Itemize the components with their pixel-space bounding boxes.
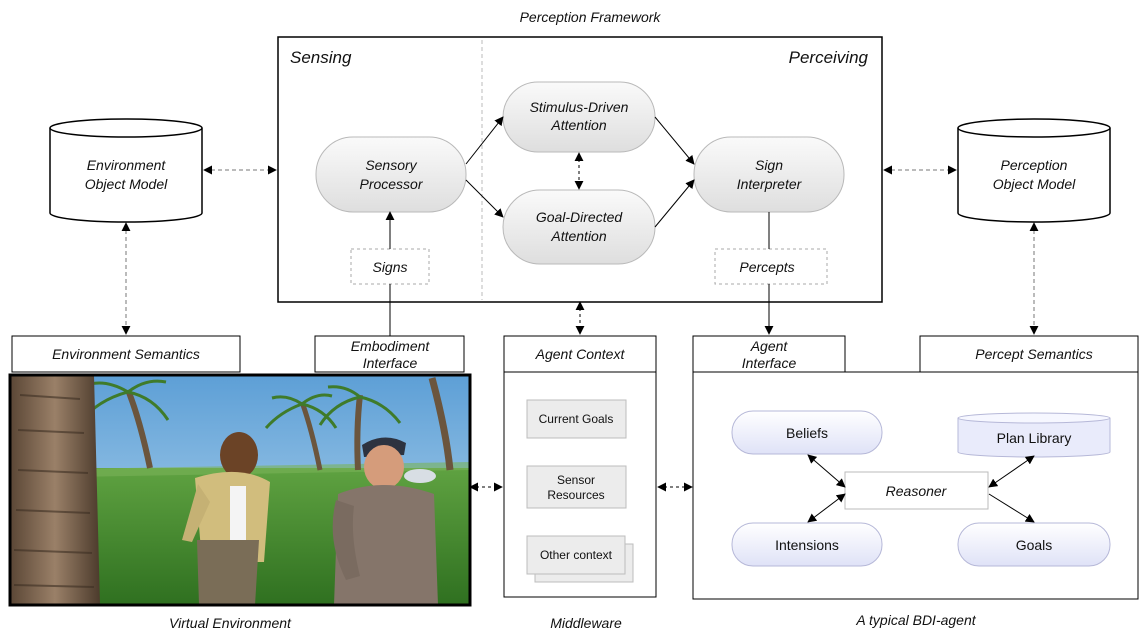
svg-text:Attention: Attention: [550, 228, 606, 244]
percepts-label: Percepts: [739, 259, 794, 275]
sensor-resources-box: [526, 465, 627, 509]
svg-text:Goals: Goals: [1016, 537, 1053, 553]
plan-library-db: Plan Library: [957, 412, 1111, 458]
svg-text:Object Model: Object Model: [85, 176, 168, 192]
percepts-box: [714, 248, 828, 285]
agent-context-label: Agent Context: [535, 346, 626, 362]
intensions-node: Intensions: [731, 522, 883, 567]
svg-text:Attention: Attention: [550, 117, 606, 133]
percept-semantics-box: [919, 335, 1139, 373]
other-context-label: Other context: [540, 548, 613, 562]
svg-text:Processor: Processor: [359, 176, 423, 192]
embodiment-interface-label-1: Embodiment: [351, 338, 431, 354]
svg-text:Sign: Sign: [755, 157, 783, 173]
bdi-arrows: [807, 454, 1035, 523]
dashed-connectors: [121, 165, 1039, 492]
sensor-resources-label-2: Resources: [547, 488, 604, 502]
diagram-title: Perception Framework: [520, 9, 662, 25]
reasoner-node: Reasoner: [844, 471, 989, 510]
agent-interface-label-1: Agent: [750, 338, 789, 354]
svg-text:Perception: Perception: [1001, 157, 1068, 173]
sensor-resources-label-1: Sensor: [557, 473, 595, 487]
svg-text:Stimulus-Driven: Stimulus-Driven: [530, 99, 629, 115]
percept-semantics-label: Percept Semantics: [975, 346, 1093, 362]
other-context-box: [526, 535, 626, 575]
virtual-environment-scene: [10, 375, 470, 605]
svg-text:Beliefs: Beliefs: [786, 425, 828, 441]
svg-text:Intensions: Intensions: [775, 537, 839, 553]
embodiment-interface-label-2: Interface: [363, 355, 418, 371]
svg-text:Object Model: Object Model: [993, 176, 1076, 192]
svg-text:Goal-Directed: Goal-Directed: [536, 209, 624, 225]
perception-object-model-db: Perception Object Model: [957, 118, 1111, 223]
environment-semantics-box: [11, 335, 241, 373]
svg-text:Interpreter: Interpreter: [737, 176, 803, 192]
sign-interpreter-node: Sign Interpreter: [693, 136, 845, 213]
virtual-environment-frame: [8, 373, 472, 607]
sensory-processor-node: Sensory Processor: [315, 136, 467, 213]
bdi-agent-caption: A typical BDI-agent: [855, 612, 976, 628]
current-goals-label: Current Goals: [539, 412, 614, 426]
beliefs-node: Beliefs: [731, 410, 883, 455]
embodiment-interface-box: [314, 335, 465, 373]
signs-label: Signs: [372, 259, 407, 275]
agent-interface-box: [692, 335, 846, 373]
goal-directed-attention-node: Goal-Directed Attention: [502, 189, 656, 265]
current-goals-box: [526, 399, 627, 439]
svg-text:Environment: Environment: [87, 157, 167, 173]
sensing-label: Sensing: [290, 48, 352, 67]
perceiving-label: Perceiving: [789, 48, 869, 67]
framework-internal-arrows: [385, 116, 774, 336]
goals-node: Goals: [957, 522, 1111, 567]
environment-object-model-db: Environment Object Model: [49, 118, 203, 223]
svg-text:Reasoner: Reasoner: [886, 483, 948, 499]
virtual-environment-caption: Virtual Environment: [169, 615, 292, 631]
agent-interface-label-2: Interface: [742, 355, 797, 371]
middleware-caption: Middleware: [550, 615, 622, 631]
environment-semantics-label: Environment Semantics: [52, 346, 200, 362]
svg-text:Sensory: Sensory: [365, 157, 417, 173]
stimulus-driven-attention-node: Stimulus-Driven Attention: [502, 81, 656, 153]
svg-text:Plan Library: Plan Library: [997, 430, 1072, 446]
